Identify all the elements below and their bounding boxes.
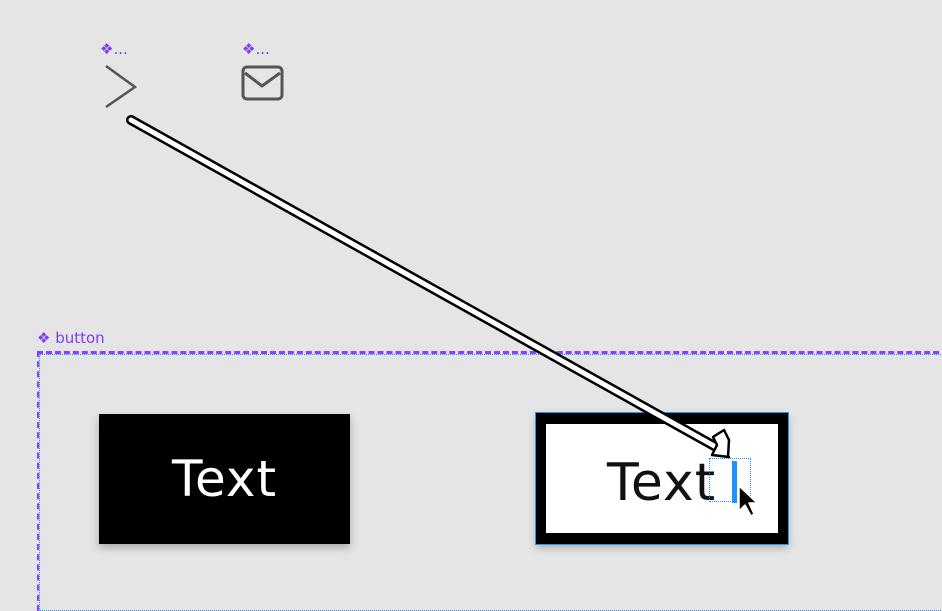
dark-button[interactable]: Text bbox=[99, 414, 350, 544]
chevron-right-icon[interactable] bbox=[105, 64, 138, 109]
dark-button-label: Text bbox=[171, 450, 278, 508]
light-button-label[interactable]: Text bbox=[607, 453, 717, 513]
chevron-component-label[interactable]: ❖... bbox=[100, 40, 128, 58]
text-insert-box bbox=[709, 458, 751, 502]
frame-label[interactable]: ❖ button bbox=[37, 329, 105, 347]
text-caret bbox=[732, 461, 737, 503]
mail-component-label[interactable]: ❖... bbox=[242, 40, 270, 58]
mail-icon[interactable] bbox=[241, 65, 284, 101]
